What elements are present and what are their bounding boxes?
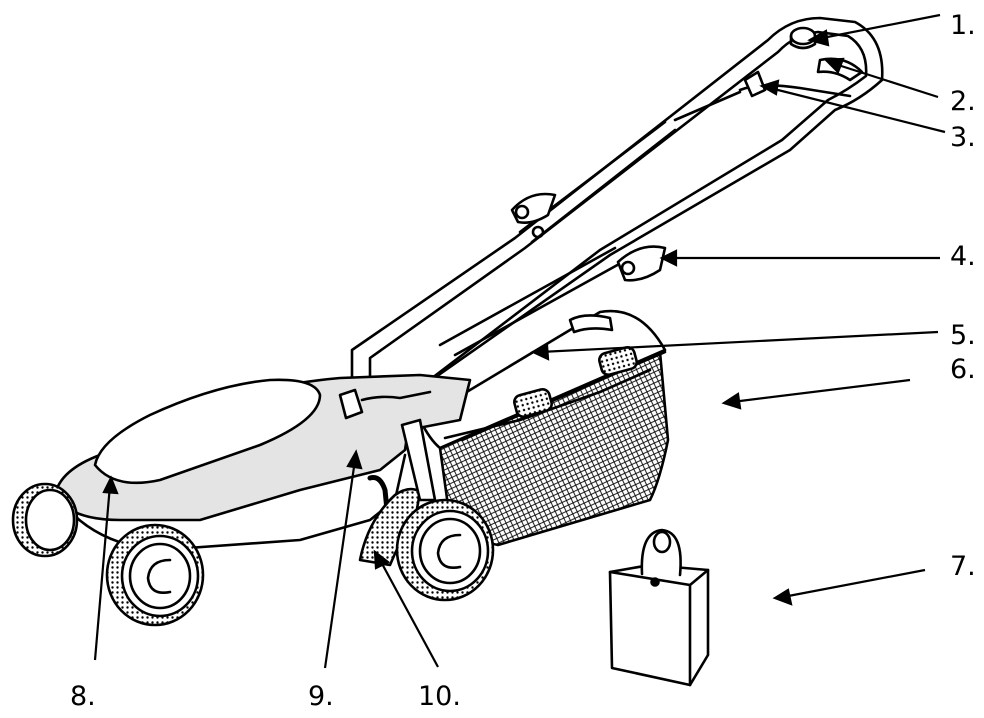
mower-body bbox=[53, 373, 472, 552]
grass-collection-box bbox=[418, 309, 670, 547]
callout-label-6: 6. bbox=[950, 354, 976, 385]
callout-label-7: 7. bbox=[950, 551, 976, 582]
callout-label-8: 8. bbox=[70, 681, 96, 712]
callout-label-10: 10. bbox=[418, 681, 461, 712]
handle-knob-lower bbox=[616, 245, 667, 282]
callout-label-9: 9. bbox=[308, 681, 334, 712]
callout-arrows bbox=[93, 13, 946, 669]
safety-lever bbox=[743, 70, 767, 98]
wheel-rear-left bbox=[11, 482, 79, 558]
callout-label-3: 3. bbox=[950, 122, 976, 153]
callout-label-4: 4. bbox=[950, 241, 976, 272]
wheel-front-right bbox=[395, 498, 495, 602]
callout-label-2: 2. bbox=[950, 86, 976, 117]
handle-knob-upper bbox=[510, 192, 557, 239]
safety-key bbox=[608, 528, 710, 687]
wheel-front-left bbox=[105, 523, 205, 627]
callout-label-5: 5. bbox=[950, 320, 976, 351]
callout-label-1: 1. bbox=[950, 10, 976, 41]
